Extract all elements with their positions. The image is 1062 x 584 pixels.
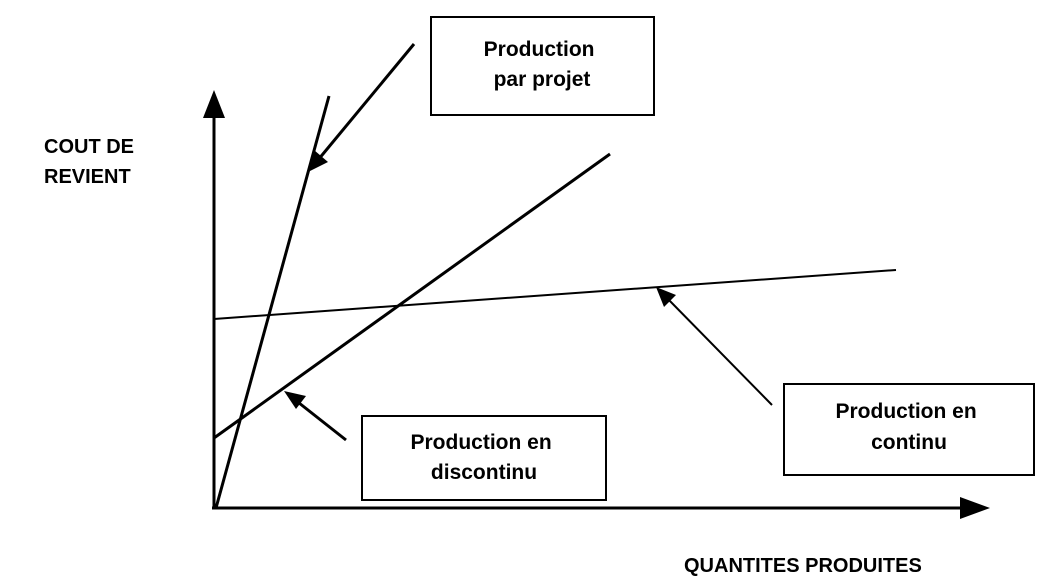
x-axis <box>212 497 990 519</box>
callout-continu-line-1: Production en <box>835 400 976 423</box>
arrow-projet <box>308 43 416 172</box>
arrow-continu <box>656 287 773 406</box>
callout-continu-line-2: continu <box>871 431 947 454</box>
line-production-discontinu <box>213 152 611 440</box>
callout-production-par-projet: Production par projet <box>430 16 655 116</box>
svg-text:Production en continu: Production en continu <box>835 400 982 454</box>
x-axis-label: QUANTITES PRODUITES <box>684 555 922 577</box>
callout-production-discontinu: Production en discontinu <box>361 415 607 501</box>
svg-text:Production par projet: Production par projet <box>484 38 601 91</box>
callout-projet-line-1: Production <box>484 38 595 61</box>
callout-production-continu: Production en continu <box>783 383 1035 476</box>
y-axis-label-line-2: REVIENT <box>44 166 131 188</box>
line-production-continu <box>213 269 897 320</box>
arrow-discontinu <box>284 391 347 442</box>
y-axis-label: COUT DE REVIENT <box>44 136 140 188</box>
callout-projet-line-2: par projet <box>494 68 591 91</box>
y-axis-label-line-1: COUT DE <box>44 136 134 158</box>
callout-discontinu-line-2: discontinu <box>431 461 537 484</box>
callout-discontinu-line-1: Production en <box>410 431 551 454</box>
y-axis <box>203 90 225 508</box>
svg-text:Production en discontinu: Production en discontinu <box>410 431 557 484</box>
